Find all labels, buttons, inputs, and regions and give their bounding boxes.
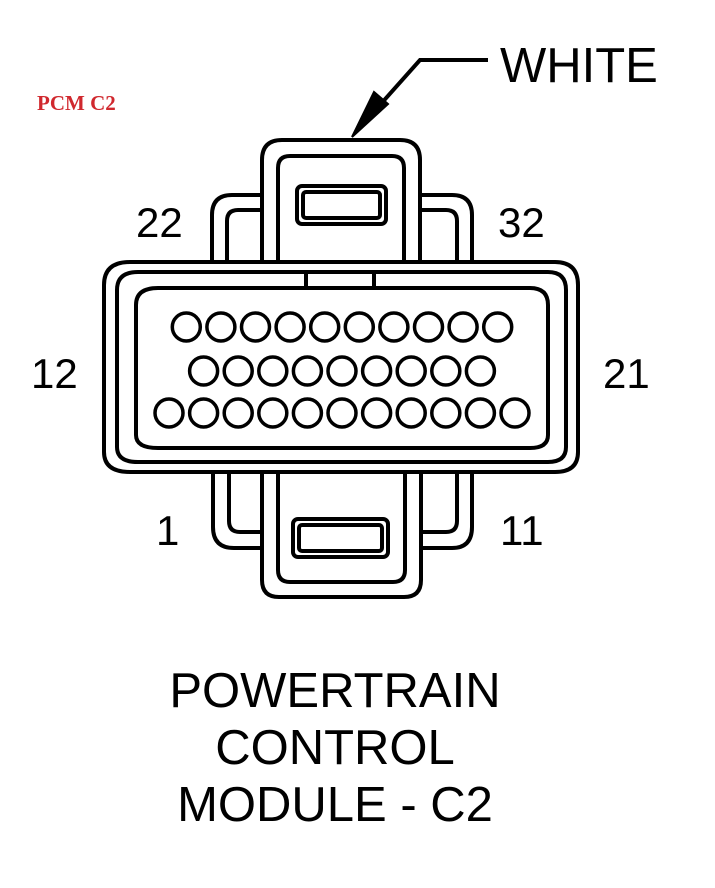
caption-line-2: CONTROL bbox=[215, 721, 455, 775]
pin-cavity bbox=[481, 311, 514, 343]
pointer-arrow bbox=[351, 58, 488, 138]
pin-cavity bbox=[447, 311, 479, 343]
pin-cavity bbox=[170, 311, 203, 343]
pin-grid bbox=[153, 311, 531, 429]
caption-line-1: POWERTRAIN bbox=[169, 664, 501, 718]
pin-cavity bbox=[239, 311, 272, 343]
pin-cavity bbox=[499, 397, 531, 429]
bottom-latch bbox=[211, 465, 474, 599]
pin-cavity bbox=[326, 397, 358, 429]
pin-cavity bbox=[464, 355, 497, 387]
pin-cavity bbox=[395, 355, 427, 387]
pin-label-1: 1 bbox=[156, 507, 180, 554]
pin-label-21: 21 bbox=[603, 350, 650, 397]
pin-cavity bbox=[360, 355, 393, 387]
pin-cavity bbox=[187, 355, 220, 387]
pin-cavity bbox=[308, 311, 341, 343]
pin-cavity bbox=[464, 397, 497, 429]
pin-cavity bbox=[205, 311, 237, 343]
pin-cavity bbox=[430, 397, 462, 429]
pin-cavity bbox=[378, 311, 410, 343]
pin-cavity bbox=[222, 397, 254, 429]
connector-tag: PCM C2 bbox=[37, 91, 116, 115]
pin-cavity bbox=[222, 355, 254, 387]
pin-label-11: 11 bbox=[500, 507, 544, 554]
pin-cavity bbox=[153, 397, 185, 429]
pin-cavity bbox=[257, 355, 289, 387]
pin-cavity bbox=[187, 397, 220, 429]
pin-cavity bbox=[274, 311, 306, 343]
pin-cavity bbox=[291, 397, 324, 429]
pin-label-22: 22 bbox=[136, 199, 183, 246]
pin-cavity bbox=[430, 355, 462, 387]
pin-cavity bbox=[257, 397, 289, 429]
pin-label-32: 32 bbox=[498, 199, 545, 246]
pin-cavity bbox=[395, 397, 427, 429]
color-label: WHITE bbox=[500, 39, 658, 93]
pin-cavity bbox=[360, 397, 393, 429]
pin-cavity bbox=[343, 311, 376, 343]
pin-label-12: 12 bbox=[31, 350, 78, 397]
pin-cavity bbox=[412, 311, 445, 343]
caption-line-3: MODULE - C2 bbox=[177, 778, 493, 832]
pin-cavity bbox=[326, 355, 358, 387]
connector-caption: POWERTRAIN CONTROL MODULE - C2 bbox=[0, 663, 715, 834]
pin-cavity bbox=[291, 355, 324, 387]
top-latch bbox=[210, 138, 474, 268]
